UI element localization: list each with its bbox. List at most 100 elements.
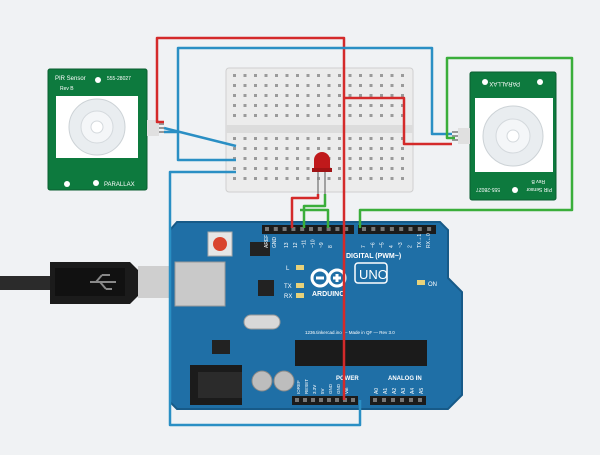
pin-hole[interactable] [389, 227, 394, 231]
breadboard-hole[interactable] [390, 104, 394, 107]
wire-red-led[interactable] [290, 194, 320, 228]
breadboard-hole[interactable] [380, 94, 383, 97]
breadboard-hole[interactable] [306, 104, 310, 107]
breadboard-hole[interactable] [369, 84, 373, 87]
pin-hole[interactable] [326, 227, 331, 231]
breadboard-hole[interactable] [285, 147, 289, 150]
breadboard-hole[interactable] [359, 177, 362, 180]
wire-green-2[interactable] [300, 208, 330, 228]
breadboard-hole[interactable] [380, 147, 383, 150]
breadboard-hole[interactable] [380, 167, 383, 170]
breadboard-hole[interactable] [254, 177, 257, 180]
breadboard-hole[interactable] [264, 94, 268, 97]
pin-hole[interactable] [282, 227, 287, 231]
breadboard-hole[interactable] [348, 114, 352, 117]
breadboard-hole[interactable] [369, 147, 373, 150]
breadboard-hole[interactable] [327, 104, 331, 107]
breadboard-hole[interactable] [338, 167, 341, 170]
breadboard-hole[interactable] [233, 114, 236, 117]
breadboard-hole[interactable] [285, 104, 289, 107]
breadboard-hole[interactable] [275, 84, 278, 87]
breadboard-hole[interactable] [275, 177, 278, 180]
breadboard-hole[interactable] [390, 84, 394, 87]
breadboard-hole[interactable] [306, 94, 310, 97]
pin-hole[interactable] [291, 227, 296, 231]
pin-hole[interactable] [373, 398, 377, 402]
breadboard-hole[interactable] [254, 104, 257, 107]
breadboard-hole[interactable] [401, 157, 404, 160]
breadboard-hole[interactable] [306, 84, 310, 87]
wire-blue-gnd[interactable] [168, 170, 362, 427]
breadboard-hole[interactable] [327, 177, 331, 180]
pin-hole[interactable] [409, 398, 413, 402]
pir-sensor-left[interactable]: PIR Sensor Rev B 555-28027 PARALLAX [47, 68, 164, 191]
pin-hole[interactable] [391, 398, 395, 402]
breadboard-hole[interactable] [306, 167, 310, 170]
power-header[interactable] [292, 396, 358, 405]
breadboard-hole[interactable] [233, 104, 236, 107]
breadboard-hole[interactable] [348, 84, 352, 87]
breadboard-hole[interactable] [359, 114, 362, 117]
breadboard-hole[interactable] [401, 147, 404, 150]
pin-hole[interactable] [351, 398, 355, 402]
wire-blue-top-loop[interactable] [176, 46, 452, 136]
breadboard-hole[interactable] [243, 84, 247, 87]
wire-red-right[interactable] [344, 96, 452, 146]
digital-header-right[interactable] [358, 225, 436, 234]
breadboard-hole[interactable] [296, 137, 299, 140]
breadboard-hole[interactable] [306, 114, 310, 117]
breadboard-hole[interactable] [369, 94, 373, 97]
breadboard-hole[interactable] [317, 74, 320, 77]
pin-hole[interactable] [344, 227, 349, 231]
breadboard-hole[interactable] [264, 157, 268, 160]
breadboard-hole[interactable] [243, 177, 247, 180]
pin-hole[interactable] [273, 227, 278, 231]
breadboard-hole[interactable] [380, 137, 383, 140]
breadboard-hole[interactable] [275, 147, 278, 150]
breadboard-hole[interactable] [327, 114, 331, 117]
breadboard-hole[interactable] [254, 137, 257, 140]
breadboard-hole[interactable] [254, 157, 257, 160]
wire-blue-left-top[interactable] [163, 126, 237, 148]
pin-hole[interactable] [303, 398, 307, 402]
breadboard-hole[interactable] [296, 157, 299, 160]
breadboard-hole[interactable] [359, 137, 362, 140]
pin-hole[interactable] [295, 398, 299, 402]
breadboard-hole[interactable] [306, 74, 310, 77]
breadboard-hole[interactable] [264, 137, 268, 140]
breadboard-hole[interactable] [285, 167, 289, 170]
breadboard-hole[interactable] [285, 114, 289, 117]
pin-hole[interactable] [417, 227, 422, 231]
breadboard-hole[interactable] [296, 104, 299, 107]
breadboard-hole[interactable] [243, 137, 247, 140]
breadboard-hole[interactable] [243, 74, 247, 77]
breadboard-hole[interactable] [317, 137, 320, 140]
digital-header-left[interactable] [262, 225, 354, 234]
breadboard-hole[interactable] [285, 74, 289, 77]
reset-button[interactable] [207, 231, 233, 257]
breadboard-hole[interactable] [348, 147, 352, 150]
breadboard-hole[interactable] [338, 157, 341, 160]
breadboard-hole[interactable] [359, 94, 362, 97]
pin-hole[interactable] [408, 227, 413, 231]
breadboard-hole[interactable] [359, 147, 362, 150]
pin-hole[interactable] [371, 227, 376, 231]
breadboard-hole[interactable] [243, 104, 247, 107]
breadboard-hole[interactable] [390, 147, 394, 150]
breadboard-hole[interactable] [359, 104, 362, 107]
breadboard-hole[interactable] [317, 147, 320, 150]
pin-hole[interactable] [418, 398, 422, 402]
breadboard-hole[interactable] [317, 84, 320, 87]
pin-hole[interactable] [399, 227, 404, 231]
breadboard-hole[interactable] [338, 74, 341, 77]
pin-hole[interactable] [327, 398, 331, 402]
breadboard-hole[interactable] [390, 94, 394, 97]
breadboard-hole[interactable] [275, 94, 278, 97]
breadboard-hole[interactable] [243, 147, 247, 150]
breadboard-hole[interactable] [317, 104, 320, 107]
breadboard-hole[interactable] [338, 114, 341, 117]
breadboard-hole[interactable] [348, 94, 352, 97]
breadboard-hole[interactable] [285, 137, 289, 140]
breadboard-hole[interactable] [338, 137, 341, 140]
breadboard-hole[interactable] [233, 167, 236, 170]
